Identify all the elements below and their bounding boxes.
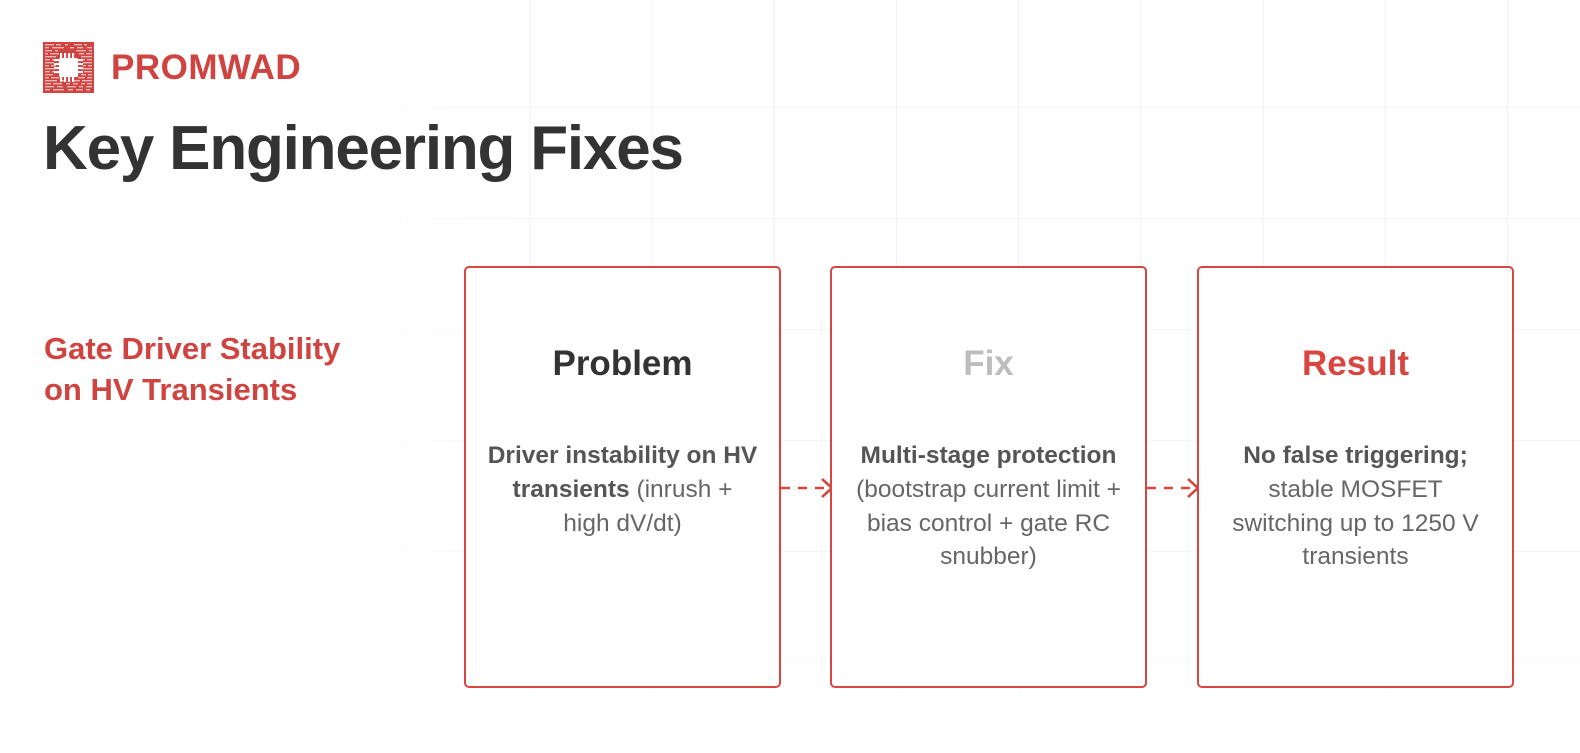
card-bold-text-result: No false triggering; — [1243, 442, 1468, 469]
card-problem[interactable]: Problem Driver instability on HV transie… — [464, 266, 781, 688]
card-header-fix: Fix — [963, 344, 1014, 383]
card-header-result: Result — [1302, 344, 1409, 383]
promwad-chip-logo-icon — [43, 42, 94, 93]
brand-name: PROMWAD — [111, 48, 302, 87]
card-fix[interactable]: Fix Multi-stage protection (bootstrap cu… — [830, 266, 1147, 688]
card-body-fix: Multi-stage protection (bootstrap curren… — [853, 439, 1125, 574]
dashed-arrow-right-icon — [781, 474, 837, 502]
card-header-problem: Problem — [552, 344, 693, 383]
card-detail-text-result: stable MOSFET switching up to 1250 V tra… — [1232, 475, 1479, 571]
card-bold-text-fix: Multi-stage protection — [860, 442, 1117, 469]
brand-logo: PROMWAD — [43, 42, 301, 93]
dashed-arrow-right-icon — [1147, 474, 1203, 502]
card-body-result: No false triggering; stable MOSFET switc… — [1220, 439, 1492, 574]
card-detail-text-problem: (inrush + high dV/dt) — [563, 475, 733, 537]
card-result[interactable]: Result No false triggering; stable MOSFE… — [1197, 266, 1514, 688]
card-body-problem: Driver instability on HV transients (inr… — [487, 439, 759, 540]
page-title: Key Engineering Fixes — [43, 114, 684, 183]
row-label-gate-driver: Gate Driver Stability on HV Transients — [44, 331, 341, 408]
card-detail-text-fix: (bootstrap current limit + bias control … — [856, 475, 1121, 571]
card-bold-text-problem: Driver instability on HV transients — [487, 442, 758, 503]
